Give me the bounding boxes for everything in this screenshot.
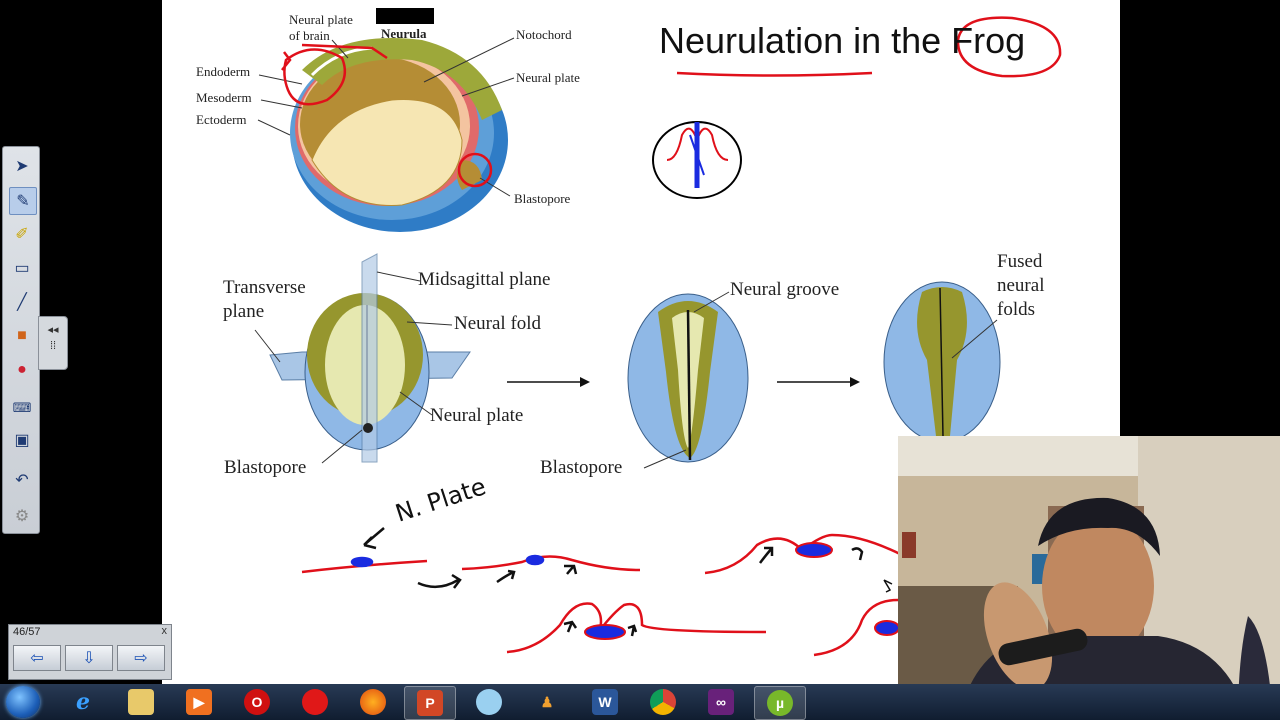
arrow-left-icon: ⇦: [30, 650, 44, 667]
label-notochord: Notochord: [516, 27, 572, 42]
pen-toolbar: ➤ ✎ ✐ ▭ ╱ ■ ● ⌨ ▣ ↶ ⚙: [2, 146, 40, 534]
screen-icon[interactable]: ▣: [14, 432, 30, 449]
people-icon[interactable]: ♟: [540, 693, 554, 710]
arrow-down-icon: ⇩: [82, 650, 96, 667]
collapse-arrows-icon: ◂◂: [47, 324, 59, 336]
label-blastopore-top: Blastopore: [514, 191, 571, 206]
slide-counter: 46/57: [13, 626, 41, 638]
taskbar: e ▶ O P ♟ W ∞ µ: [0, 684, 1280, 720]
label-transverse-2: plane: [223, 301, 265, 322]
neural-plate-sketch: [652, 121, 742, 199]
fused-folds-stage-embryo: [883, 281, 1001, 443]
arrow-right-icon: ⇨: [134, 650, 148, 667]
firefox-icon[interactable]: [348, 686, 398, 718]
close-icon[interactable]: x: [161, 625, 168, 637]
eraser-icon[interactable]: ▭: [14, 260, 30, 277]
presentation-slide: Neurulation in the Frog Neural plate of …: [162, 0, 1120, 684]
label-fused-3: folds: [997, 299, 1035, 320]
arrow-icon[interactable]: ➤: [15, 158, 29, 175]
webcam-feed: [898, 436, 1280, 720]
label-fused-2: neural: [997, 275, 1045, 296]
internet-explorer-icon[interactable]: e: [76, 689, 90, 715]
undo-icon[interactable]: ↶: [15, 472, 29, 489]
highlighter-icon[interactable]: ✐: [15, 226, 29, 243]
label-neural-plate-of-brain-1: Neural plate: [289, 12, 353, 27]
pen-icon[interactable]: ✎: [9, 187, 37, 215]
label-neural-plate-of-brain-2: of brain: [289, 28, 330, 43]
label-ectoderm: Ectoderm: [196, 112, 247, 127]
ink-sketches-bottom: [301, 527, 903, 657]
label-neurula: Neurula: [381, 26, 427, 41]
slide-menu-button[interactable]: ⇩: [65, 645, 113, 671]
previous-slide-button[interactable]: ⇦: [13, 645, 61, 671]
toolbar-collapse-handle[interactable]: ◂◂ ⁞⁞: [38, 316, 68, 370]
start-button[interactable]: [6, 686, 40, 718]
label-neural-plate-top: Neural plate: [516, 70, 580, 85]
redacted-box: [376, 8, 434, 24]
media-player-icon[interactable]: ▶: [174, 686, 224, 718]
keyboard-icon[interactable]: ⌨: [12, 400, 32, 415]
chrome-icon[interactable]: [638, 686, 688, 718]
fill-icon[interactable]: ●: [17, 361, 27, 378]
right-desktop-area: [1120, 0, 1280, 436]
slide-drawing: [254, 8, 1062, 657]
settings-icon[interactable]: ⚙: [14, 508, 30, 525]
label-fused-1: Fused: [997, 251, 1043, 272]
red-ink-annotations: [281, 16, 1062, 188]
label-transverse-1: Transverse: [223, 277, 306, 298]
label-mesoderm: Mesoderm: [196, 90, 252, 105]
label-neural-fold: Neural fold: [454, 313, 542, 334]
line-icon[interactable]: ╱: [17, 294, 27, 311]
label-neural-plate-stage: Neural plate: [430, 405, 524, 426]
shape-icon[interactable]: ■: [17, 327, 27, 344]
file-explorer-icon[interactable]: [116, 686, 166, 718]
slide-title: Neurulation in the Frog: [659, 20, 1026, 61]
neurula-embryo-diagram: [290, 38, 508, 232]
grip-icon: ⁞⁞: [49, 340, 57, 352]
slide-navigation-panel: 46/57 x ⇦ ⇩ ⇨: [8, 624, 172, 680]
label-blastopore-left: Blastopore: [224, 457, 307, 478]
label-midsagittal-plane: Midsagittal plane: [418, 269, 551, 290]
label-blastopore-mid: Blastopore: [540, 457, 623, 478]
opera-icon[interactable]: O: [232, 686, 282, 718]
paint-icon[interactable]: [464, 686, 514, 718]
visual-studio-icon[interactable]: ∞: [696, 686, 746, 718]
neural-groove-stage-embryo: [627, 293, 749, 463]
label-endoderm: Endoderm: [196, 64, 251, 79]
word-icon[interactable]: W: [580, 686, 630, 718]
webcam-scene: [898, 436, 1280, 720]
utorrent-icon[interactable]: µ: [754, 686, 806, 720]
record-icon[interactable]: [290, 686, 340, 718]
neural-plate-stage-embryo: [269, 253, 471, 463]
next-slide-button[interactable]: ⇨: [117, 645, 165, 671]
label-neural-groove: Neural groove: [730, 279, 840, 300]
powerpoint-icon[interactable]: P: [404, 686, 456, 720]
